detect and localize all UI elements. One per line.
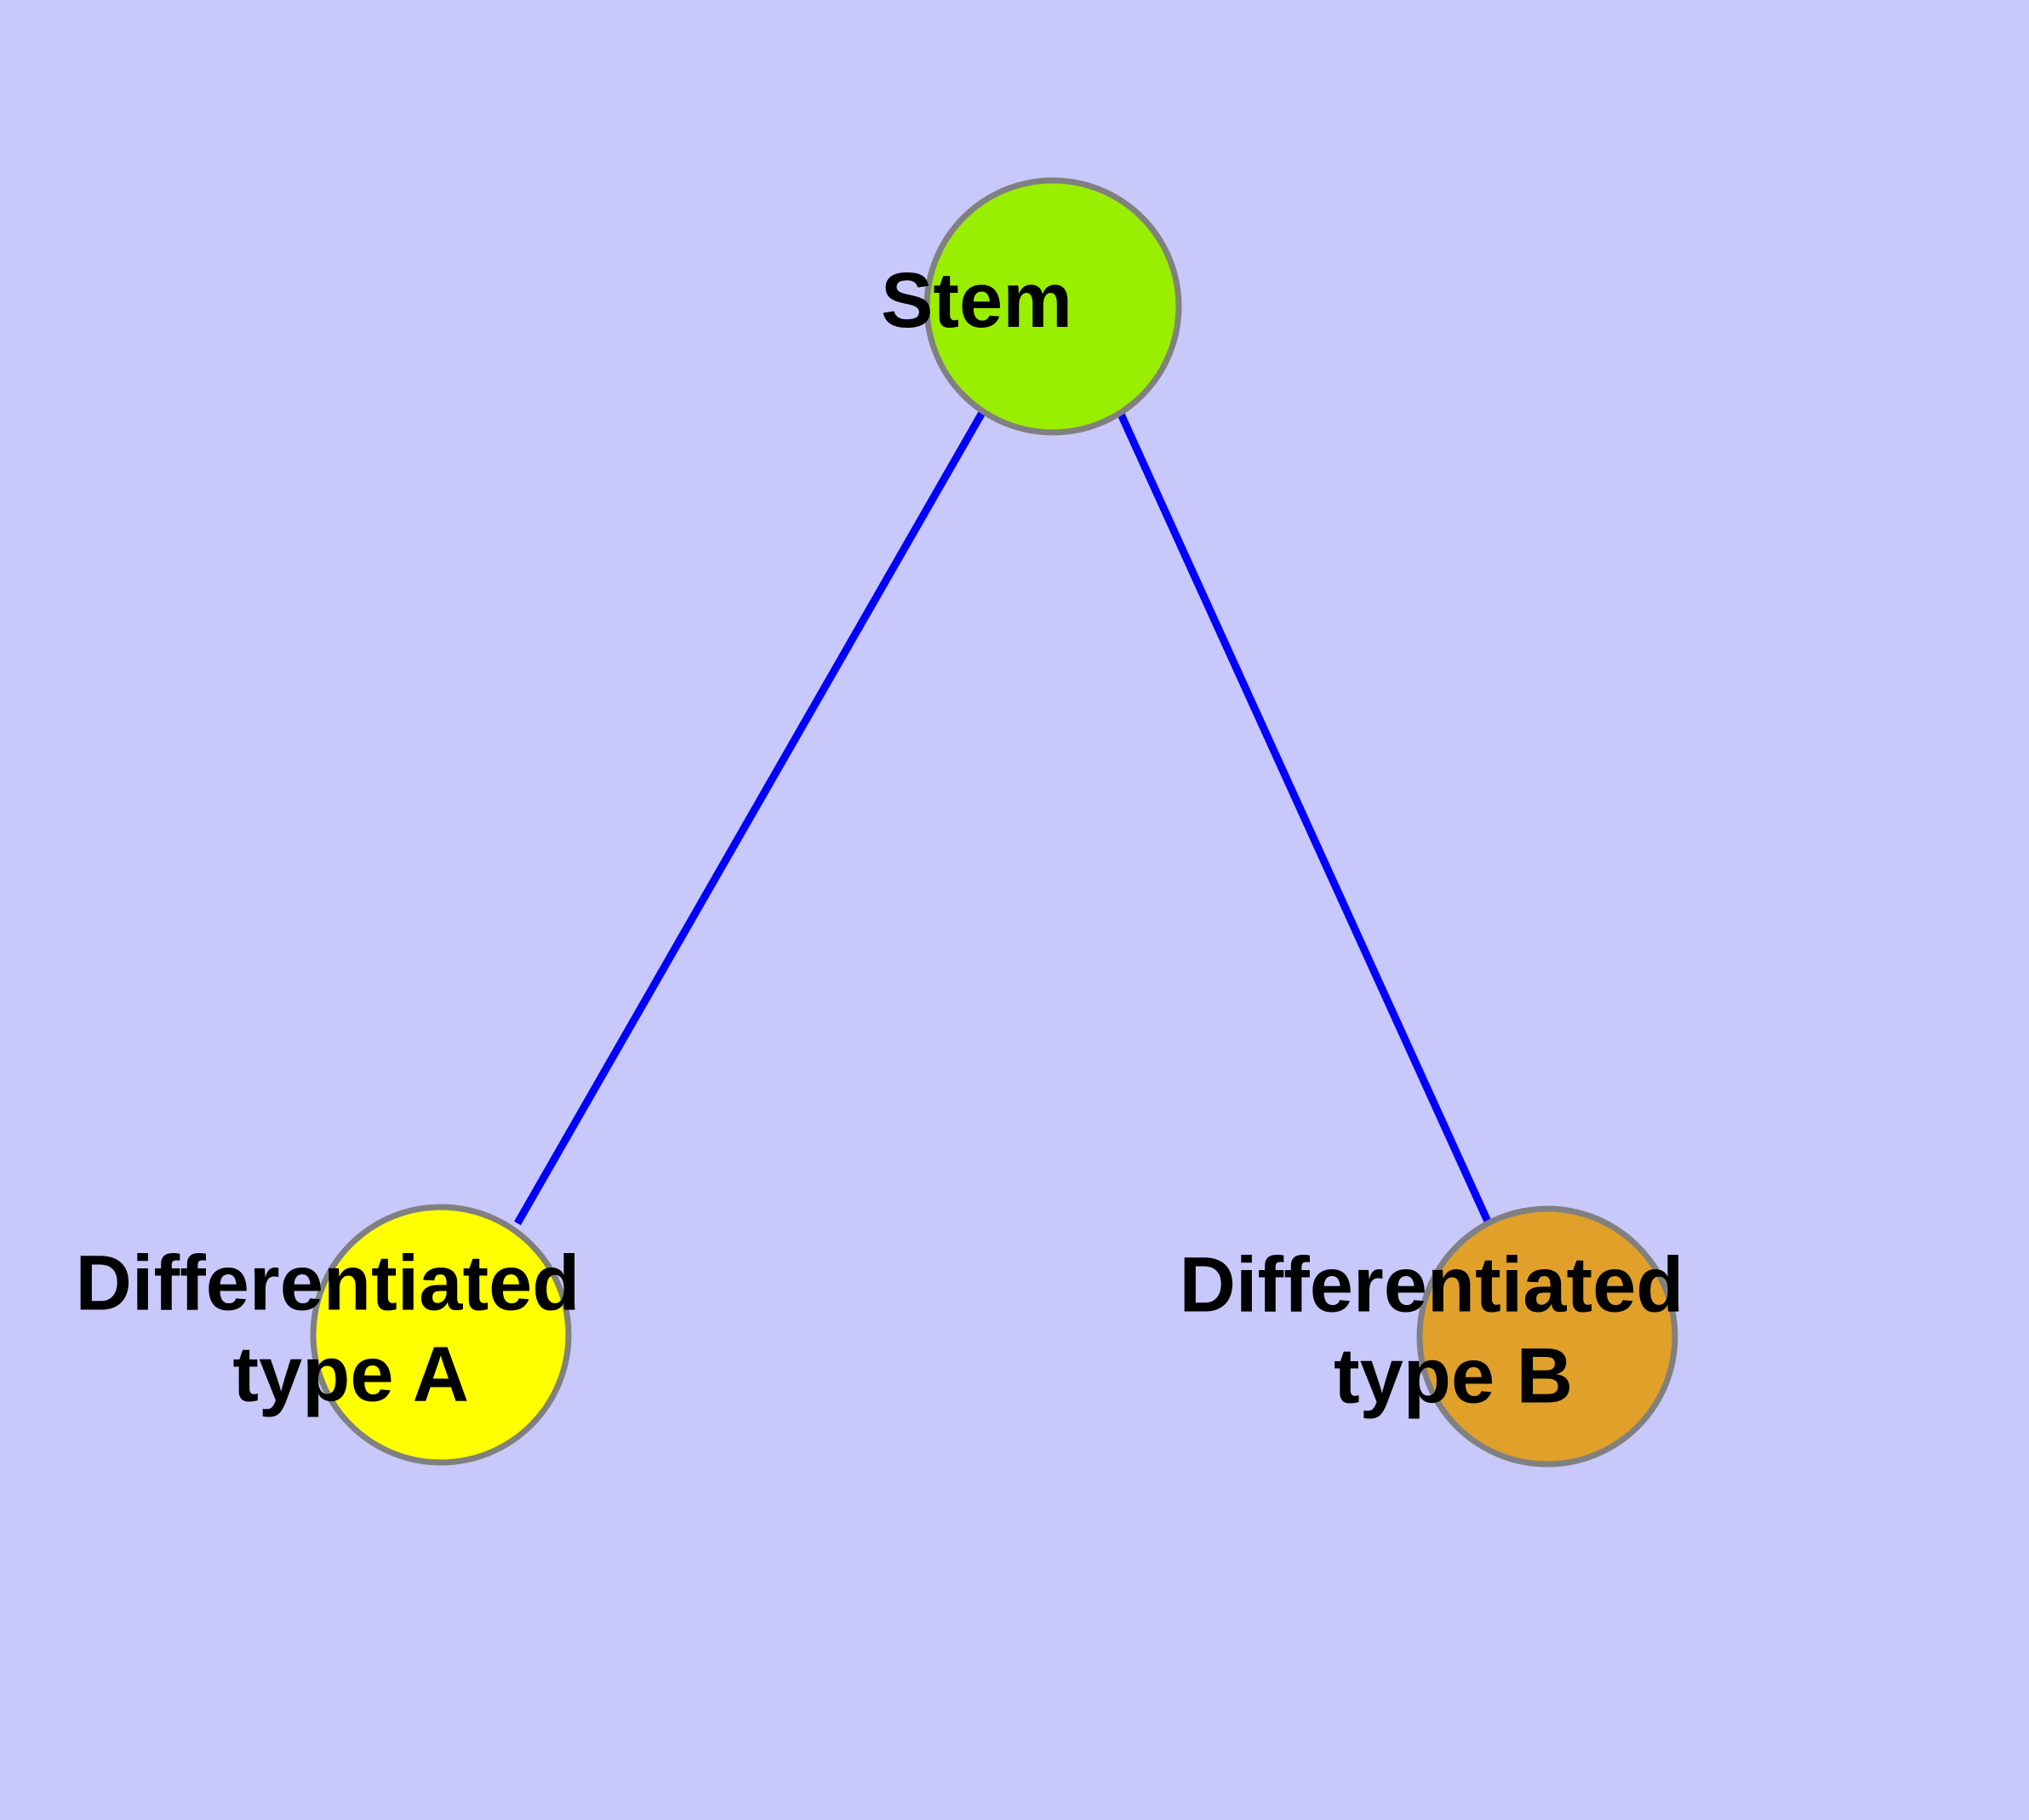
node-differentiated-type-a[interactable] [310, 1204, 572, 1466]
node-label-stem: Stem [0, 0, 1225, 344]
node-label-differentiated-type-b-line2: type B [1334, 1333, 1573, 1420]
node-label-differentiated-type-a: Differentiated type A [0, 0, 776, 1418]
node-label-differentiated-type-b: Differentiated type B [1179, 1242, 1683, 1420]
node-label-differentiated-type-a-line1: Differentiated [75, 1240, 580, 1327]
node-label-differentiated-type-b-line1: Differentiated [1179, 1242, 1683, 1329]
node-stem[interactable] [923, 177, 1182, 436]
node-label-differentiated-type-a-line2: type A [232, 1331, 467, 1418]
node-label-stem-line1: Stem [881, 257, 1072, 344]
node-differentiated-type-b[interactable] [1416, 1205, 1678, 1468]
edge-stem-to-differentiated-type-a[interactable] [514, 409, 986, 1226]
nodes-layer [310, 177, 1678, 1468]
edge-stem-to-differentiated-type-b[interactable] [1115, 409, 1493, 1225]
edges-layer [514, 409, 1493, 1226]
labels-layer: Stem Differentiated type A Differentiate… [0, 0, 1683, 1420]
